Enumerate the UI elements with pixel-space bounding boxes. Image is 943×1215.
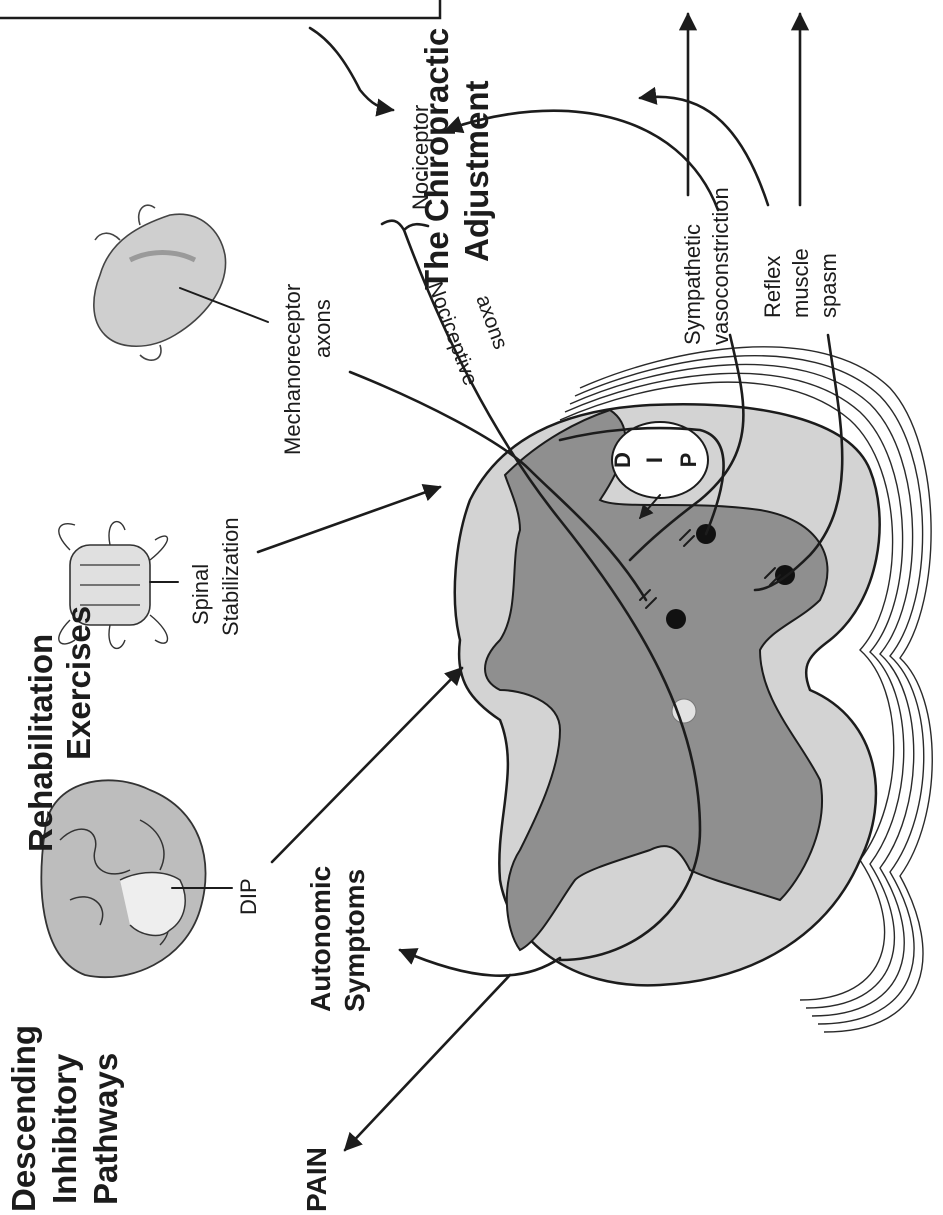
label-descending-line3: Pathways <box>87 1053 124 1205</box>
neuron-body-3 <box>666 609 686 629</box>
label-reflex-line1: Reflex <box>760 256 785 318</box>
brain-illustration <box>41 780 205 977</box>
reflex-curve-arrow <box>640 97 768 205</box>
label-nociceptor: Nociceptor <box>408 105 433 210</box>
label-descending-line1: Descending <box>5 1025 42 1212</box>
label-symp-line2: vasoconstriction <box>708 187 733 345</box>
caption-connector-arrow <box>310 28 393 110</box>
label-descending-line2: Inhibitory <box>46 1053 83 1204</box>
dip-letter-p: P <box>676 453 701 468</box>
label-noci-axons-line1: Nociceptive <box>423 279 482 389</box>
dip-letter-d: D <box>610 452 635 468</box>
label-mechano-line1: Mechanoreceptor <box>280 284 305 455</box>
caption-box-edge <box>0 0 440 18</box>
label-spinal-line1: Spinal <box>188 564 213 625</box>
label-chiropractic-line2: Adjustment <box>458 80 495 262</box>
label-rehab-line2: Exercises <box>60 606 97 760</box>
label-symp-line1: Sympathetic <box>680 224 705 345</box>
dip-arrow <box>272 668 462 862</box>
autonomic-output-arrow <box>400 950 560 976</box>
label-autonomic-line2: Symptoms <box>339 869 370 1012</box>
label-autonomic-line1: Autonomic <box>305 866 336 1012</box>
label-reflex-line3: spasm <box>816 253 841 318</box>
label-pain: PAIN <box>301 1147 332 1212</box>
stabilization-arrow <box>258 487 440 552</box>
label-noci-axons-line2: axons <box>471 292 512 353</box>
label-dip: DIP <box>236 878 261 915</box>
label-spinal-line2: Stabilization <box>218 517 243 636</box>
label-mechano-line2: axons <box>310 299 335 358</box>
label-reflex-line2: muscle <box>788 248 813 318</box>
central-canal <box>672 699 696 723</box>
dip-letter-i: I <box>642 457 667 463</box>
hand-illustration <box>94 205 268 360</box>
label-rehab-line1: Rehabilitation <box>22 634 59 852</box>
